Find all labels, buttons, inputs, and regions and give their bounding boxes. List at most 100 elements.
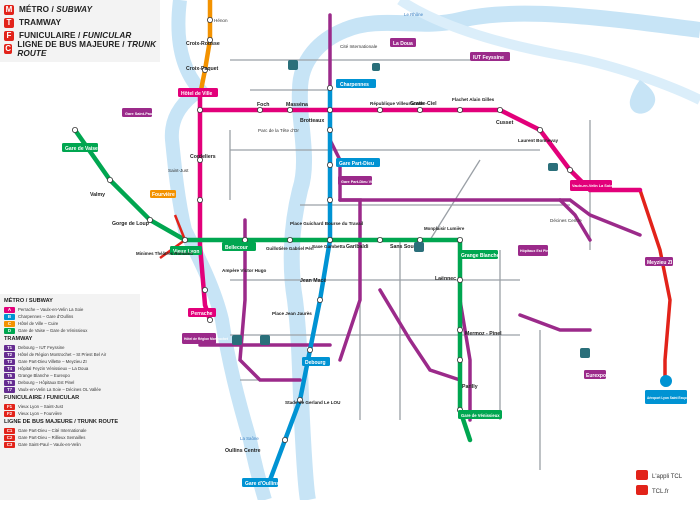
station-dot[interactable] [326, 127, 333, 134]
station-dot[interactable] [537, 127, 544, 134]
line-description: Debourg – IUT Feyssine [18, 345, 65, 350]
station-gratte-ciel: Gratte-Ciel [410, 101, 437, 107]
station-dot[interactable] [206, 316, 213, 323]
station-dot[interactable] [206, 37, 213, 44]
hub-aeroport-label: Aéroport Lyon Saint Exupéry [647, 396, 691, 400]
station-dot[interactable] [296, 396, 303, 403]
hub-gare-vaise[interactable] [62, 143, 98, 152]
hub-hotel-region[interactable] [182, 333, 216, 344]
station-valmy: Valmy [90, 192, 105, 198]
hub-la-doua[interactable] [390, 38, 416, 47]
hub-la-doua-label: La Doua [393, 41, 413, 47]
station-minimes: Minimes Théâtres Romains [136, 251, 193, 256]
hub-charpennes[interactable] [336, 79, 376, 88]
station-dot[interactable] [196, 107, 203, 114]
station-dot[interactable] [376, 236, 383, 243]
hub-part-dieu[interactable] [336, 158, 380, 167]
canal [397, 0, 700, 105]
station-dot[interactable] [496, 107, 503, 114]
hub-debourg[interactable] [302, 357, 330, 366]
hub-fourviere[interactable] [150, 190, 176, 198]
hub-hopitaux-est[interactable] [518, 245, 548, 256]
bus-badge: C [4, 43, 13, 54]
station-oullins: Oullins Centre [225, 448, 261, 454]
line-description: Hôtel de Région Montrochet – St Priest B… [18, 352, 107, 357]
station-laennec: Laënnec [435, 276, 456, 282]
hub-eurexpo[interactable] [584, 370, 606, 379]
station-dot[interactable] [456, 107, 463, 114]
hub-saint-paul-label: Gare Saint-Paul [125, 112, 153, 116]
station-republique: République Villeurbanne [370, 101, 424, 106]
hub-gare-oullins[interactable] [242, 478, 278, 487]
stadium-icon [548, 163, 558, 171]
hub-iut-feyssine[interactable] [470, 52, 510, 61]
station-dot[interactable] [456, 236, 463, 243]
hub-bellecour[interactable] [222, 242, 256, 251]
line-description: Debourg – Hôpitaux Est Pinel [18, 380, 75, 385]
hub-aeroport[interactable] [645, 390, 687, 404]
tcl-app-icon[interactable] [636, 470, 648, 480]
station-dot[interactable] [196, 156, 203, 163]
hub-hotel-ville[interactable] [178, 88, 218, 97]
station-dot[interactable] [456, 356, 463, 363]
station-dot[interactable] [241, 236, 248, 243]
station-dot[interactable] [201, 286, 208, 293]
hub-gare-vaise-label: Gare de Vaise [65, 146, 98, 152]
station-garibaldi: Garibaldi [346, 244, 369, 250]
hub-meyzieu[interactable] [645, 257, 673, 266]
funicular-badge: F [4, 30, 14, 41]
station-dot[interactable] [376, 107, 383, 114]
station-laurent-bonnevay: Laurent Bonnevay [518, 138, 559, 143]
hub-grange-blanche[interactable] [458, 250, 498, 259]
pictograms [232, 60, 672, 387]
tcl-site-icon[interactable] [636, 485, 648, 495]
hub-perrache[interactable] [188, 308, 216, 317]
station-dot[interactable] [456, 326, 463, 333]
museum-icon [260, 335, 270, 345]
station-dot[interactable] [181, 236, 188, 243]
hub-vaulx-la-soie[interactable] [570, 180, 612, 191]
line-description: Hôpital Feyzin Vénissieux – La Doua [18, 366, 89, 371]
station-dot[interactable] [281, 436, 288, 443]
station-dot[interactable] [456, 276, 463, 283]
station-dot[interactable] [107, 176, 114, 183]
station-cite-inter: Cité Internationale [340, 44, 378, 49]
station-dot[interactable] [256, 107, 263, 114]
station-dot[interactable] [326, 196, 333, 203]
station-dot[interactable] [306, 346, 313, 353]
station-dot[interactable] [286, 107, 293, 114]
hub-gare-venissieux[interactable] [458, 410, 502, 419]
station-dot[interactable] [326, 236, 333, 243]
hub-part-dieu-villette[interactable] [338, 176, 372, 185]
station-dot[interactable] [326, 85, 333, 92]
station-dot[interactable] [286, 236, 293, 243]
station-dot[interactable] [326, 107, 333, 114]
station-parilly: Parilly [462, 384, 478, 390]
funicular-f2 [173, 214, 187, 241]
hub-vieux-lyon[interactable] [170, 246, 202, 255]
station-dot[interactable] [201, 67, 208, 74]
station-dot[interactable] [416, 107, 423, 114]
station-saxe: Saxe Gambetta [312, 244, 346, 249]
station-cusset: Cusset [496, 120, 514, 126]
hub-fourviere-label: Fourvière [152, 192, 175, 198]
tram-t3 [338, 198, 642, 237]
station-dot[interactable] [206, 16, 213, 23]
station-dot[interactable] [326, 161, 333, 168]
station-foch: Foch [257, 102, 269, 108]
station-dot[interactable] [567, 166, 574, 173]
line-badge: A [4, 306, 15, 313]
station-dot[interactable] [316, 296, 323, 303]
station-dot[interactable] [146, 216, 153, 223]
station-dot[interactable] [196, 196, 203, 203]
station-dot[interactable] [416, 236, 423, 243]
station-dot[interactable] [72, 127, 79, 134]
hub-saint-paul[interactable] [122, 108, 152, 117]
